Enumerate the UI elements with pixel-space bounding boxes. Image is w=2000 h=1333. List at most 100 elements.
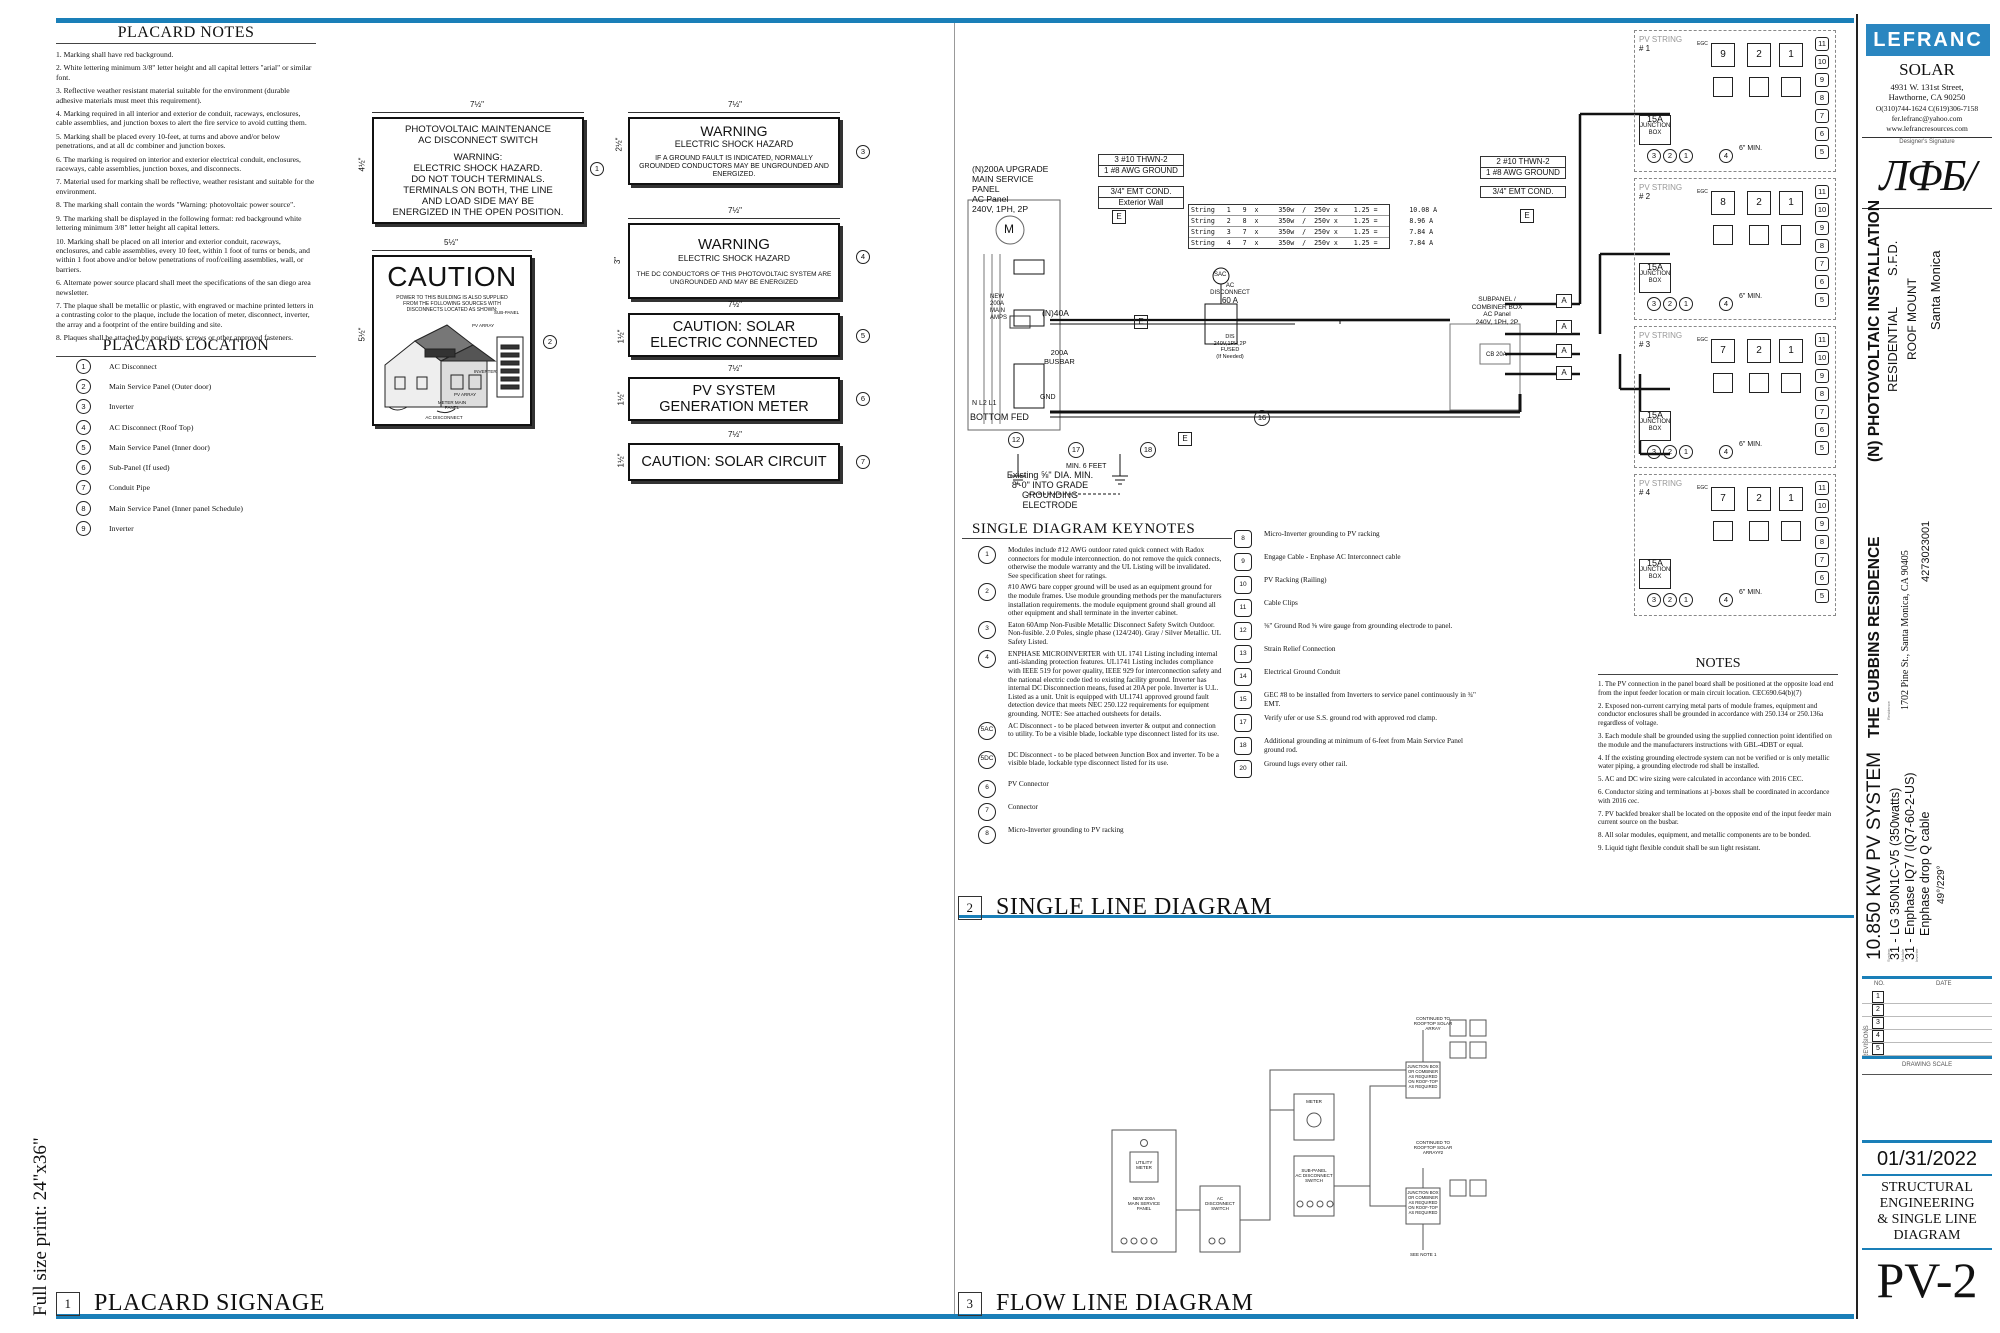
keynote-text: #10 AWG bare copper ground will be used … [1008,583,1222,618]
keynote-number-icon: 7 [978,802,996,821]
keynote-number-icon: 17 [1234,714,1252,732]
placard-5-width-dim: 7½" [728,300,742,309]
tb-rule-1 [1862,137,1992,138]
junction-box-label: BOX [1648,574,1662,580]
junction-box-amps: 15A [1646,558,1663,568]
location-label: Conduit Pipe [109,483,150,493]
callout-17: 17 [1068,442,1084,458]
busbar-line: 200A [1050,348,1069,357]
placard-2-caution: CAUTION POWER TO THIS BUILDING IS ALSO S… [372,255,532,426]
drawing-scale-label: DRAWING SCALE [1902,1062,1953,1068]
busbar-label: 200A BUSBAR [1044,348,1075,366]
pv-string-text: PV STRING [1639,479,1683,488]
microinverter-icon [1713,521,1733,541]
placard-7-height-dim: 1½" [616,453,626,468]
company-name: SOLAR [1899,60,1955,79]
company-web: www.lefrancresources.com [1886,124,1968,133]
placard-note-item: 3. Reflective weather resistant material… [56,86,290,105]
placard-2-title: CAUTION [387,261,517,292]
microinverter-icon [1749,521,1769,541]
placard-6-width-dim: 7½" [728,364,742,373]
egc-label: EGC [1697,337,1708,343]
flow-subpanel-line: SUB-PANEL [1301,1168,1327,1173]
note-item: 3. Each module shall be grounded using t… [1598,731,1832,749]
pv-module-count: 2 [1747,339,1771,363]
keynote-text: Strain Relief Connection [1264,645,1336,653]
flow-jbox-1: JUNCTION BOX OR COMBINER AS REQUIRED ON … [1406,1064,1440,1089]
flow-main-panel-line: NEW 200A [1132,1196,1156,1201]
placard-notes-rule [56,43,316,44]
keynote-item: 2#10 AWG bare copper ground will be used… [962,583,1222,617]
placard-1-callout: 1 [590,162,604,176]
placard-3-text: IF A GROUND FAULT IS INDICATED, NORMALLY… [639,155,829,178]
section-1-title: PLACARD SIGNAGE [94,1290,325,1316]
placard-note-item: 6. Alternate power source placard shall … [56,278,311,297]
flow-subpanel-line: AC DISCONNECT [1295,1173,1333,1178]
placard-6-callout: 6 [856,392,870,406]
conduit-right-box: 3/4" EMT COND. [1480,186,1566,198]
location-label: Inverter [109,402,134,412]
ac-disconnect-spec: DIS 240V,1PH,2P FUSED (If Needed) [1202,334,1258,360]
tag-a-3: A [1556,344,1572,358]
gnd-label: GND [1040,394,1056,401]
pv-string-text: PV STRING [1639,331,1683,340]
keynote-callout: 11 [1815,333,1829,347]
flow-continued-2-line: ARRAY#2 [1422,1150,1444,1155]
sheet-title-line: & SINGLE LINE [1877,1212,1977,1227]
keynote-number-icon: 6 [978,779,996,798]
keynote-callout: 2 [1663,445,1677,459]
placard-5: CAUTION: SOLAR ELECTRIC CONNECTED [628,313,840,357]
keynotes-title: SINGLE DIAGRAM KEYNOTES [972,521,1196,537]
placard-4-width-dim: 7½" [728,206,742,215]
placard-note-item: 8. The marking shall contain the words "… [56,200,296,210]
keynote-number-icon: 8 [978,825,996,844]
project-title: (N) PHOTOVOLTAIC INSTALLATION [1866,199,1883,462]
notes-title: NOTES [1695,656,1741,671]
location-number-icon: 8 [76,500,91,516]
revision-row: 4 [1862,1029,1992,1043]
note-item: 9. Liquid tight flexible conduit shall b… [1598,843,1761,852]
new-200a-line: AMPS [990,315,1008,321]
pv-module-count: 2 [1747,487,1771,511]
wire-left-line: 1 #8 AWG GROUND [1099,165,1183,176]
residence-name: THE GUBBINS RESIDENCE [1866,536,1883,738]
flow-jbox-1-line: ON ROOF-TOP [1408,1079,1438,1084]
flow-jbox-2-line: JUNCTION BOX [1407,1190,1439,1195]
location-label: Main Service Panel (Inner panel Schedule… [109,503,244,513]
sheet-number: PV-2 [1876,1252,1978,1308]
keynote-text: Modules include #12 AWG outdoor rated qu… [1008,546,1222,580]
flow-continued-1: CONTINUED TO ROOFTOP SOLAR ARRAY [1408,1016,1458,1031]
busbar-line: BUSBAR [1044,357,1075,366]
flow-main-panel-line: MAIN SERVICE [1127,1201,1161,1206]
location-number-icon: 4 [76,419,91,435]
placard-2-house-sketch [384,324,524,414]
designer-signature-label: Designer's Signature [1899,139,1955,145]
flow-jbox-1-line: JUNCTION BOX [1407,1064,1439,1069]
keynote-callout: 7 [1815,109,1829,123]
keynote-number-icon: 1 [978,546,996,564]
placard-7: CAUTION: SOLAR CIRCUIT [628,443,840,481]
pv-string-number: # 1 [1639,44,1651,53]
pv-module-count: 2 [1747,191,1771,215]
keynote-text: GEC #8 to be installed from Inverters to… [1264,691,1476,708]
location-number-icon: 3 [76,399,91,415]
flow-subpanel-line: SWITCH [1305,1178,1323,1183]
placard-5-line: ELECTRIC CONNECTED [650,335,818,351]
flow-jbox-2-line: AS REQUIRED [1408,1200,1438,1205]
keynote-number-icon: 20 [1234,760,1252,778]
placard-2-label-subpanel: SUB-PANEL [494,310,520,315]
ac-disconnect-label: AC DISCONNECT 60 A [1200,283,1260,305]
keynote-number-icon: 18 [1234,737,1252,755]
flow-jbox-2-line: ON ROOF-TOP [1408,1205,1438,1210]
tilt-spec: 49°/229° [1936,865,1947,904]
flow-subpanel-label: SUB-PANEL AC DISCONNECT SWITCH [1294,1168,1334,1183]
pv-module-count: 9 [1711,43,1735,67]
main-panel-line: AC Panel [972,194,1009,204]
flow-continued-2-line: CONTINUED TO [1415,1140,1451,1145]
flow-ac-disc-line: DISCONNECT [1205,1201,1235,1206]
